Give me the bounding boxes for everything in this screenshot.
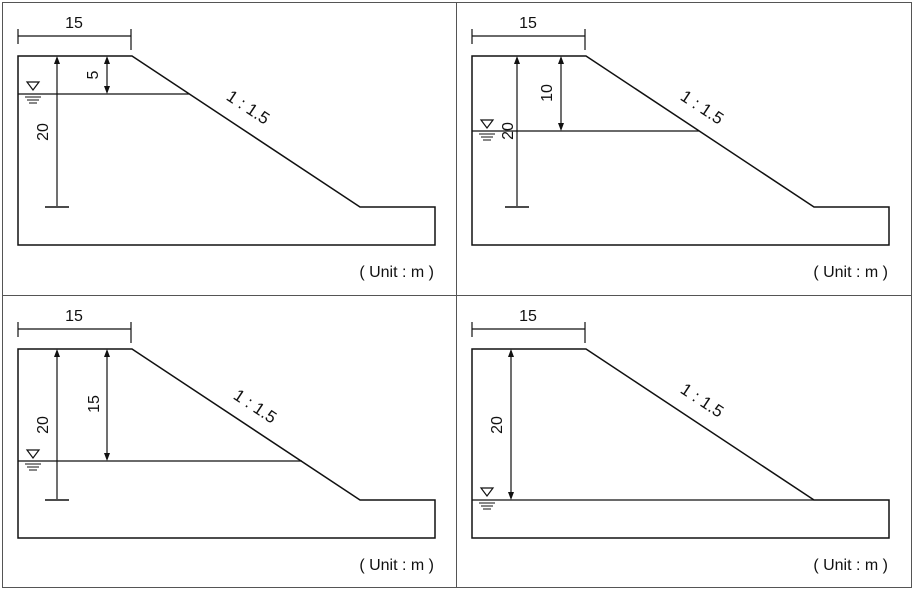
top-width-label: 15 [519,15,537,32]
unit-label: ( Unit : m ) [359,264,434,281]
height-arrow-down [508,492,514,500]
panel-water-depth-20: 15 20 1 : 1.5 ( Unit : m ) [471,308,890,574]
water-depth-label: 15 [86,395,103,413]
embankment-outline [471,348,890,539]
water-depth-arrow-down [104,453,110,461]
height-label: 20 [35,416,52,434]
top-width-label: 15 [519,308,537,325]
height-arrow-up [54,56,60,64]
top-width-label: 15 [65,15,83,32]
panel-water-depth-5: 15 20 5 1 : 1.5 ( Unit : m ) [17,15,436,281]
slope-label: 1 : 1.5 [230,385,280,427]
water-depth-label: 5 [85,70,102,79]
water-surface-icon [25,81,41,104]
height-arrow-up [54,349,60,357]
top-width-label: 15 [65,308,83,325]
water-depth-arrow-up [558,56,564,64]
unit-label: ( Unit : m ) [813,264,888,281]
water-depth-arrow-down [104,86,110,94]
panel-water-depth-15: 15 20 15 1 : 1.5 ( Unit : m ) [17,308,436,574]
embankment-outline [471,55,890,246]
water-surface-icon [25,449,41,471]
unit-label: ( Unit : m ) [359,557,434,574]
height-label: 20 [35,123,52,141]
water-depth-arrow-up [104,349,110,357]
height-arrow-up [514,56,520,64]
water-surface-icon [479,119,495,141]
embankment-outline [17,348,436,539]
unit-label: ( Unit : m ) [813,557,888,574]
panel-water-depth-10: 15 20 10 1 : 1.5 ( Unit : m ) [471,15,890,281]
water-depth-label: 10 [539,84,556,102]
water-depth-arrow-up [104,56,110,64]
height-arrow-up [508,349,514,357]
water-surface-icon [479,487,495,510]
water-depth-arrow-down [558,123,564,131]
height-label: 20 [489,416,506,434]
embankment-outline [17,55,436,246]
